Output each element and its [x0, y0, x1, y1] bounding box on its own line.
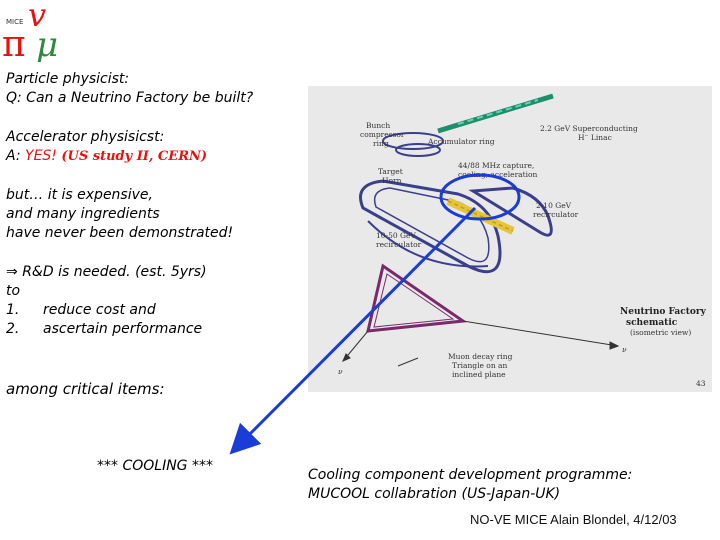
label-big-recirc-1: 10-50 GeV	[376, 231, 416, 240]
caveat-line-2: and many ingredients	[6, 206, 160, 222]
label-page-number: 43	[696, 379, 706, 388]
answer-prefix: A:	[6, 148, 26, 164]
plan-line-2: to	[6, 283, 21, 299]
label-accumulator: Accumulator ring	[427, 137, 495, 146]
intro-line-1: Particle physicist:	[6, 71, 130, 87]
label-small-recirc-1: 2-10 GeV	[536, 201, 572, 210]
label-small-recirc-2: recirculator	[533, 210, 579, 219]
label-nu-right: ν	[622, 345, 627, 354]
label-muon-2: Triangle on an	[452, 361, 508, 370]
superconducting-linac	[437, 93, 554, 134]
answer-reference: (US study II, CERN)	[61, 149, 208, 164]
answer-line-2: A: YES! (US study II, CERN)	[6, 147, 207, 166]
critical-items-heading: among critical items:	[6, 380, 165, 398]
accumulator-ring	[382, 132, 444, 157]
label-ring: ring	[373, 139, 389, 148]
plan-item-1-text: reduce cost and	[43, 302, 156, 318]
answer-line-1: Accelerator physisicst:	[6, 129, 165, 145]
label-nf-title-2: schematic	[626, 318, 678, 328]
label-big-recirc-2: recirculator	[376, 240, 422, 249]
small-recirculator-ring	[468, 186, 553, 237]
plan-item-1-number: 1.	[6, 302, 20, 318]
answer-yes: YES!	[25, 148, 57, 164]
mucool-line-2: MUCOOL collabration (US-Japan-UK)	[308, 486, 561, 502]
logo-caption: MICE	[6, 18, 23, 26]
label-muon-1: Muon decay ring	[448, 352, 513, 361]
label-nu-left: ν	[338, 367, 343, 376]
label-muon-3: inclined plane	[452, 370, 506, 379]
intro-line-2: Q: Can a Neutrino Factory be built?	[6, 90, 254, 106]
label-capture-2: cooling, acceleration	[458, 170, 538, 179]
mucool-line-1: Cooling component development programme:	[308, 467, 633, 483]
logo-mu-glyph: μ	[36, 25, 58, 62]
label-compressor: compressor	[360, 130, 405, 139]
plan-item-2-number: 2.	[6, 321, 20, 337]
label-bunch: Bunch	[366, 121, 390, 130]
logo-nu-glyph: v	[28, 0, 46, 34]
cooling-label: *** COOLING ***	[97, 458, 213, 474]
label-target-2: Horn	[382, 176, 402, 185]
caveat-line-3: have never been demonstrated!	[6, 225, 234, 241]
label-linac-2: H⁻ Linac	[578, 133, 612, 142]
plan-line-1: ⇒ R&D is needed. (est. 5yrs)	[6, 263, 207, 282]
plan-rd-text: R&D is needed. (est. 5yrs)	[22, 264, 207, 280]
plan-item-2-text: ascertain performance	[43, 321, 203, 337]
label-linac-1: 2.2 GeV Superconducting	[540, 124, 638, 133]
implies-symbol: ⇒	[6, 264, 18, 280]
label-nf-title-1: Neutrino Factory	[620, 307, 707, 317]
label-nf-sub: (isometric view)	[630, 328, 691, 337]
mice-logo: v π μ MICE	[0, 0, 72, 65]
label-target-1: Target	[378, 167, 403, 176]
caveat-line-1: but… it is expensive,	[6, 187, 153, 203]
neutrino-factory-schematic: Bunch compressor ring 2.2 GeV Supercondu…	[308, 86, 712, 392]
label-capture-1: 44/88 MHz capture,	[458, 161, 534, 170]
logo-pi-glyph: π	[2, 24, 26, 62]
footer-credit: NO-VE MICE Alain Blondel, 4/12/03	[470, 512, 677, 527]
